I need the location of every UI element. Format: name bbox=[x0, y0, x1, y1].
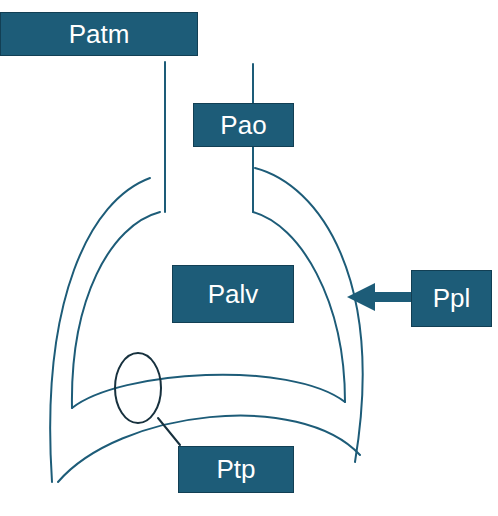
transpulmonary-ellipse bbox=[115, 353, 161, 423]
pressure-box: Palv bbox=[172, 265, 294, 323]
diaphragm bbox=[72, 375, 345, 408]
leader-line bbox=[158, 418, 180, 445]
pressure-label: Ppl bbox=[433, 284, 471, 313]
pressure-box: Pao bbox=[193, 103, 294, 147]
pressure-label: Palv bbox=[208, 280, 259, 309]
pressure-box: Ppl bbox=[411, 270, 492, 327]
airway-wall bbox=[252, 64, 254, 103]
airway-wall bbox=[252, 147, 254, 212]
pressure-label: Patm bbox=[69, 20, 130, 49]
airway-wall bbox=[164, 62, 166, 212]
pressure-label: Pao bbox=[220, 111, 266, 140]
pleural-arrow bbox=[347, 283, 412, 311]
pressure-label: Ptp bbox=[216, 455, 255, 484]
pressure-box: Patm bbox=[0, 12, 198, 56]
pressure-box: Ptp bbox=[178, 446, 294, 493]
arrow-head bbox=[347, 283, 375, 311]
arrow-shaft bbox=[372, 292, 412, 302]
